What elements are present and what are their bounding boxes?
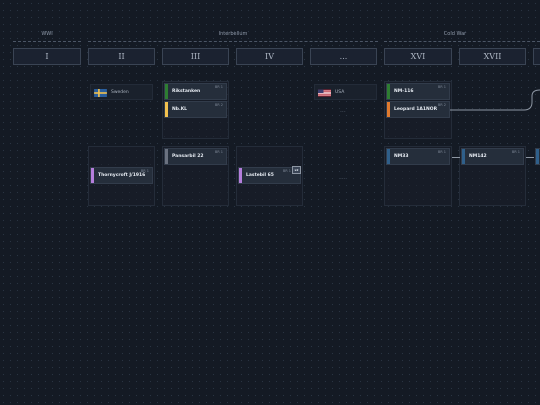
battle-rating: BR 1 <box>140 169 149 173</box>
rank-stripe <box>387 102 390 117</box>
vehicle-card-thornycroft[interactable]: Thornycroft J/1916 BR 1 <box>90 167 153 184</box>
sweden-flag-icon <box>94 89 107 97</box>
vehicle-name: Rikstanken <box>172 89 201 94</box>
nation-label-sweden: Sweden <box>111 90 129 95</box>
research-link-curve <box>448 89 540 111</box>
rank-stripe <box>536 149 539 164</box>
vehicle-card-pansarbil-22[interactable]: Pansarbil 22 BR 1 <box>164 148 227 165</box>
usa-flag-icon <box>318 89 331 97</box>
tier-header-1[interactable]: I <box>13 48 81 65</box>
era-divider-wwi <box>13 41 81 42</box>
research-link <box>526 157 534 158</box>
rank-stripe <box>462 149 465 164</box>
vehicle-name: Thornycroft J/1916 <box>98 173 146 178</box>
era-divider-interbellum <box>88 41 378 42</box>
collapsed-placeholder: ... <box>340 107 346 114</box>
nation-usa[interactable]: USA <box>314 84 377 100</box>
tier-header-ellipsis[interactable]: ... <box>310 48 377 65</box>
battle-rating: BR 1 <box>214 150 223 154</box>
vehicle-card-nm142[interactable]: NM142 BR 1 <box>461 148 524 165</box>
vehicle-name: Pansarbil 22 <box>172 154 204 159</box>
vehicle-name: Lastebil 65 <box>246 173 274 178</box>
tier-header-3[interactable]: III <box>162 48 229 65</box>
tier-header-2[interactable]: II <box>88 48 155 65</box>
vehicle-name: NM-116 <box>394 89 414 94</box>
vehicle-card-nb-kl[interactable]: Nb.KL BR 2 <box>164 101 227 118</box>
rank-stripe <box>387 149 390 164</box>
rank-stripe <box>387 84 390 99</box>
vehicle-card-lastebil-65[interactable]: Lastebil 65 BR 1 x2 <box>238 166 301 184</box>
battle-rating: BR 1 <box>437 85 446 89</box>
nation-label-usa: USA <box>335 90 345 95</box>
vehicle-name: Nb.KL <box>172 107 188 112</box>
era-label-interbellum: Interbellum <box>218 31 248 37</box>
tier-header-next-partial[interactable] <box>533 48 540 65</box>
tier-header-16[interactable]: XVI <box>384 48 452 65</box>
era-label-cold-war: Cold War <box>443 31 467 37</box>
battle-rating: BR 1 <box>282 169 291 173</box>
vehicle-card-rikstanken[interactable]: Rikstanken BR 1 <box>164 83 227 100</box>
rank-stripe <box>165 84 168 99</box>
tier-header-17[interactable]: XVII <box>459 48 526 65</box>
rank-stripe <box>91 168 94 183</box>
battle-rating: BR 1 <box>437 150 446 154</box>
vehicle-card-nm33[interactable]: NM33 BR 1 <box>386 148 450 165</box>
tier-header-4[interactable]: IV <box>236 48 303 65</box>
era-label-wwi: WWI <box>41 31 53 37</box>
era-divider-cold-war <box>384 41 540 42</box>
rank-stripe <box>165 102 168 117</box>
rank-stripe <box>165 149 168 164</box>
vehicle-name: Leopard 1A1NOR <box>394 107 438 112</box>
vehicle-card-leopard-1a1nor[interactable]: Leopard 1A1NOR BR 2 <box>386 101 450 118</box>
group-count-badge[interactable]: x2 <box>292 166 301 174</box>
vehicle-name: NM33 <box>394 154 409 159</box>
research-link <box>452 157 460 158</box>
collapsed-placeholder: ... <box>340 174 346 181</box>
vehicle-card-nm-116[interactable]: NM-116 BR 1 <box>386 83 450 100</box>
vehicle-card-partial[interactable] <box>535 148 540 165</box>
battle-rating: BR 2 <box>437 103 446 107</box>
battle-rating: BR 1 <box>511 150 520 154</box>
battle-rating: BR 1 <box>214 85 223 89</box>
vehicle-name: NM142 <box>469 154 487 159</box>
battle-rating: BR 2 <box>214 103 223 107</box>
nation-sweden[interactable]: Sweden <box>90 84 153 100</box>
rank-stripe <box>239 168 242 183</box>
